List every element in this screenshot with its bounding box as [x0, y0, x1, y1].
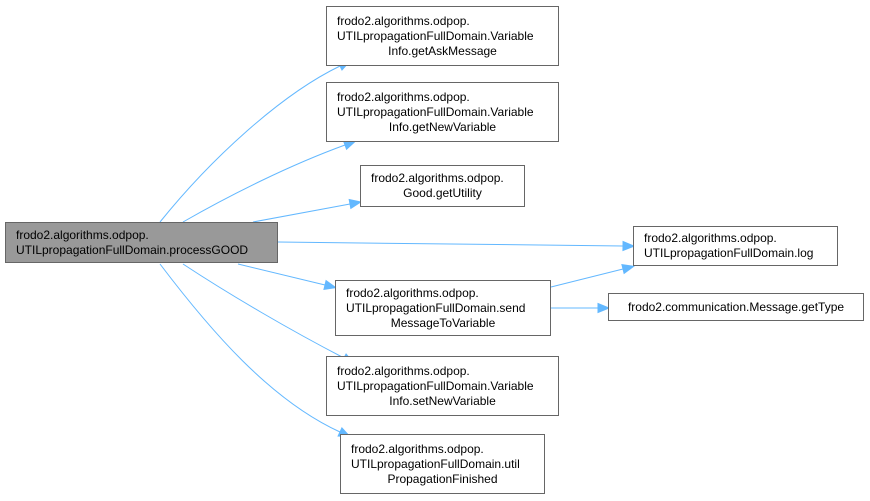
node-label-line: frodo2.algorithms.odpop. — [337, 89, 470, 104]
node-label-line: MessageToVariable — [390, 315, 496, 330]
node-label-line: PropagationFinished — [387, 471, 498, 486]
node-label-line: frodo2.algorithms.odpop. — [371, 171, 504, 185]
node-label-line: frodo2.algorithms.odpop. — [351, 441, 484, 456]
node-label-line: frodo2.algorithms.odpop. — [16, 227, 149, 242]
edge-root-to-setNewVariable — [182, 263, 345, 359]
node-label-line: frodo2.algorithms.odpop. — [337, 363, 470, 378]
node-label-line: UTILpropagationFullDomain.log — [644, 246, 814, 260]
node-processGOOD[interactable]: frodo2.algorithms.odpop. UTILpropagation… — [5, 222, 278, 263]
node-sendMessageToVariable[interactable]: frodo2.algorithms.odpop. UTILpropagation… — [335, 280, 551, 336]
edge-root-to-log — [277, 241, 624, 247]
edge-root-to-sendMessageToVariable — [237, 263, 326, 286]
node-label-line: Good.getUtility — [403, 186, 482, 200]
arrowhead-icon — [622, 240, 636, 252]
arrowhead-icon — [323, 279, 337, 290]
node-getNewVariable[interactable]: frodo2.algorithms.odpop. UTILpropagation… — [326, 82, 559, 142]
edge-root-to-getUtility — [252, 203, 351, 223]
arrowhead-icon — [342, 140, 357, 151]
node-getAskMessage[interactable]: frodo2.algorithms.odpop. UTILpropagation… — [326, 6, 559, 66]
node-log[interactable]: frodo2.algorithms.odpop. UTILpropagation… — [633, 226, 838, 266]
node-getUtility[interactable]: frodo2.algorithms.odpop. Good.getUtility — [360, 165, 525, 207]
node-label-line: UTILpropagationFullDomain.processGOOD — [16, 242, 249, 257]
arrowhead-icon — [621, 264, 635, 275]
node-label-line: UTILpropagationFullDomain.util — [351, 456, 520, 471]
node-setNewVariable[interactable]: frodo2.algorithms.odpop. UTILpropagation… — [326, 356, 559, 416]
arrowhead-icon — [597, 302, 611, 314]
node-label-line: frodo2.algorithms.odpop. — [644, 231, 777, 245]
edge-root-to-getAskMessage — [159, 65, 341, 223]
node-label-line: UTILpropagationFullDomain.Variable — [337, 104, 534, 119]
node-label-line: Info.setNewVariable — [389, 393, 496, 408]
edge-root-to-getNewVariable — [182, 144, 346, 223]
node-getType[interactable]: frodo2.communication.Message.getType — [608, 293, 864, 321]
edge-root-to-utilPropagationFinished — [159, 263, 341, 433]
node-label-line: UTILpropagationFullDomain.Variable — [337, 28, 534, 43]
node-label-line: UTILpropagationFullDomain.send — [346, 300, 526, 315]
node-label-line: frodo2.algorithms.odpop. — [337, 13, 470, 28]
node-label-line: Info.getAskMessage — [388, 43, 497, 58]
node-label-line: frodo2.communication.Message.getType — [627, 299, 845, 314]
node-label-line: frodo2.algorithms.odpop. — [346, 285, 479, 300]
edge-sendMessageToVariable-to-log — [550, 268, 624, 288]
node-label-line: Info.getNewVariable — [388, 119, 497, 134]
node-label-line: UTILpropagationFullDomain.Variable — [337, 378, 534, 393]
node-utilPropagationFinished[interactable]: frodo2.algorithms.odpop. UTILpropagation… — [340, 434, 545, 494]
arrowhead-icon — [348, 198, 363, 210]
